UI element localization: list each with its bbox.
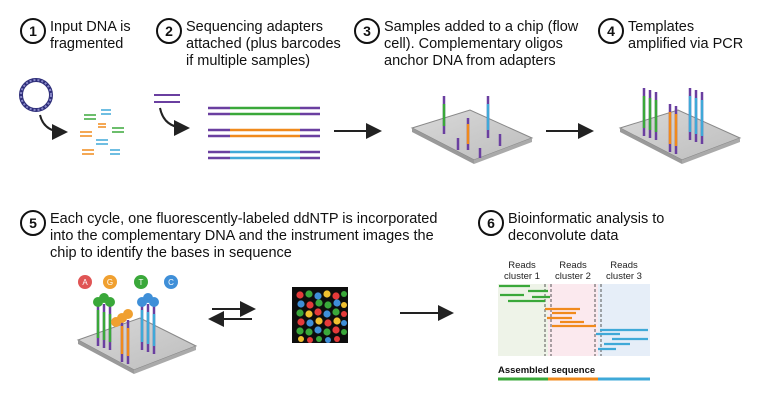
step-6-number: 6 (478, 210, 504, 236)
curved-arrow-1 (39, 114, 68, 140)
read-clusters-panel (498, 284, 650, 356)
incorporated-bases (93, 293, 159, 327)
dna-fragments (80, 109, 124, 155)
step-1-number: 1 (20, 18, 46, 44)
step-5-text: Each cycle, one fluorescently-labeled dd… (50, 211, 438, 261)
flow-cell-chip-step3 (410, 96, 534, 164)
step-1-text: Input DNA is fragmented (50, 19, 131, 52)
cluster-2-label-line1: Reads (559, 260, 587, 271)
assembled-sequence-label: Assembled sequence (498, 365, 595, 376)
nucleotide-a-label: A (82, 278, 88, 287)
nucleotide-g-label: G (107, 278, 113, 287)
flow-cell-chip-step4 (618, 88, 742, 164)
nucleotide-legend: A G T C (78, 275, 178, 289)
step-2-text: Sequencing adapters attached (plus barco… (186, 19, 341, 69)
cluster-3-label-line1: Reads (610, 260, 638, 271)
equilibrium-arrows (208, 301, 256, 327)
step-3-number: 3 (354, 18, 380, 44)
fluorescence-image (292, 287, 348, 343)
cluster-2-label-line2: cluster 2 (555, 271, 591, 282)
cluster-1-label-line1: Reads (508, 260, 536, 271)
cluster-1-label-line2: cluster 1 (504, 271, 540, 282)
curved-arrow-2 (159, 107, 190, 136)
cluster-3-label-line2: cluster 3 (606, 271, 642, 282)
step-4-text: Templates amplified via PCR (628, 19, 744, 52)
step-3-text: Samples added to a chip (flow cell). Com… (384, 19, 579, 69)
flow-cell-chip-step5 (76, 293, 198, 374)
step-6-text: Bioinformatic analysis to deconvolute da… (508, 211, 665, 244)
plasmid-icon (19, 78, 53, 112)
step-5-number: 5 (20, 210, 46, 236)
step-2-number: 2 (156, 18, 182, 44)
adapter-constructs (208, 106, 320, 160)
nucleotide-t-label: T (139, 278, 144, 287)
cluster-labels: Reads cluster 1 Reads cluster 2 Reads cl… (504, 260, 642, 282)
nucleotide-c-label: C (168, 278, 174, 287)
step-4-number: 4 (598, 18, 624, 44)
adapter-icon (154, 94, 180, 103)
